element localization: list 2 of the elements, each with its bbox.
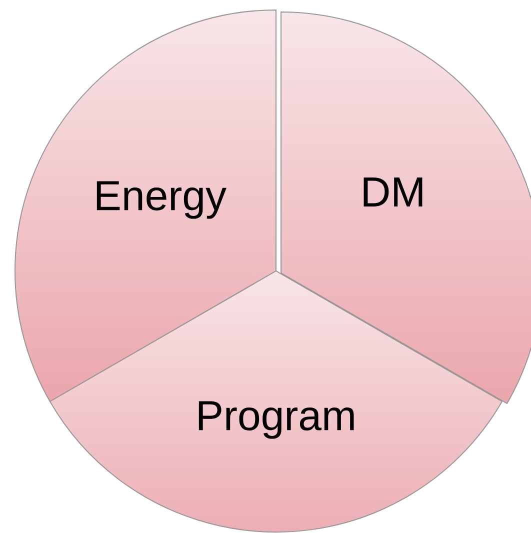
pie-sector: DM: [280, 12, 531, 404]
pie-sector: Program: [49, 270, 503, 533]
